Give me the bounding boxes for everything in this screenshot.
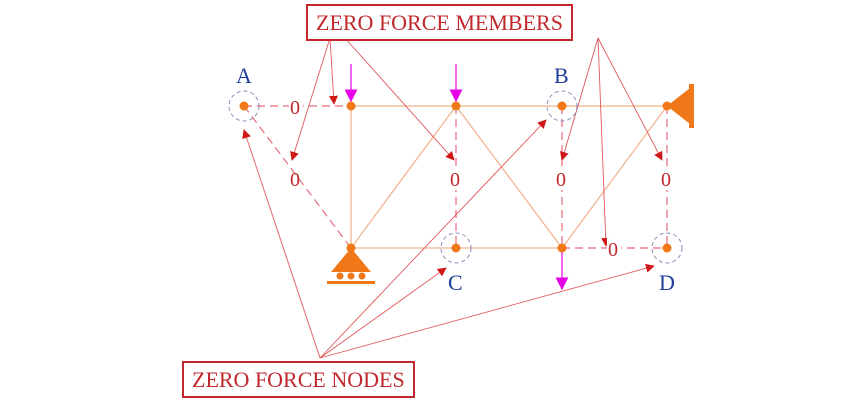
- applied-loads: [344, 64, 569, 291]
- circle-node-c: [440, 232, 472, 264]
- node-letter-b: B: [554, 63, 569, 88]
- zero-member-a-diagonal: [243, 105, 352, 249]
- leader-to-node-c: [319, 267, 447, 359]
- leader-to-top-zero: [329, 37, 339, 105]
- zero-mark-vertical-b: 0: [556, 169, 566, 191]
- node-letter-a: A: [236, 63, 252, 88]
- node-leader-lines: [242, 119, 655, 359]
- zero-mark-bottom-d: 0: [608, 239, 618, 261]
- node-d: [662, 243, 672, 253]
- member-diagonal-3: [561, 105, 668, 249]
- solid-members: [350, 105, 668, 249]
- circle-node-b: [546, 90, 578, 122]
- leader-to-vertical-d-zero: [597, 37, 663, 161]
- zero-node-circles: [228, 90, 683, 264]
- leader-to-node-a: [242, 129, 321, 359]
- node-a: [239, 101, 249, 111]
- leader-to-vertical-c-zero: [344, 37, 455, 161]
- circle-node-a: [228, 90, 260, 122]
- leader-to-left-diagonal-zero: [290, 37, 331, 161]
- leader-to-node-d: [319, 263, 655, 359]
- pin-support-icon: [667, 84, 694, 128]
- node-c: [451, 243, 461, 253]
- zero-mark-a-diagonal: 0: [290, 169, 300, 191]
- zero-marks: 0 0 0 0 0 0: [289, 96, 674, 261]
- node-bottom-support: [346, 243, 356, 253]
- zero-force-members-label: ZERO FORCE MEMBERS: [306, 4, 573, 41]
- leader-to-node-b: [319, 119, 547, 359]
- node-letter-c: C: [448, 270, 463, 295]
- leader-to-vertical-b-zero: [559, 37, 599, 161]
- truss-nodes: [239, 101, 672, 253]
- roller-support-icon: [327, 248, 375, 284]
- zero-force-nodes-label: ZERO FORCE NODES: [182, 361, 415, 398]
- zero-mark-vertical-d: 0: [661, 169, 671, 191]
- member-leader-lines: [290, 37, 663, 247]
- zero-mark-a-top: 0: [290, 97, 300, 119]
- member-diagonal-1: [350, 105, 457, 249]
- node-letters: A B C D: [236, 63, 675, 295]
- zero-mark-vertical-c: 0: [450, 169, 460, 191]
- circle-node-d: [651, 232, 683, 264]
- node-top-2: [451, 101, 461, 111]
- node-top-1: [346, 101, 356, 111]
- leader-to-bottom-d-zero: [597, 37, 611, 247]
- node-b: [557, 101, 567, 111]
- member-diagonal-2: [455, 105, 563, 249]
- node-bottom-3: [557, 243, 567, 253]
- node-top-right: [662, 101, 672, 111]
- node-letter-d: D: [659, 270, 675, 295]
